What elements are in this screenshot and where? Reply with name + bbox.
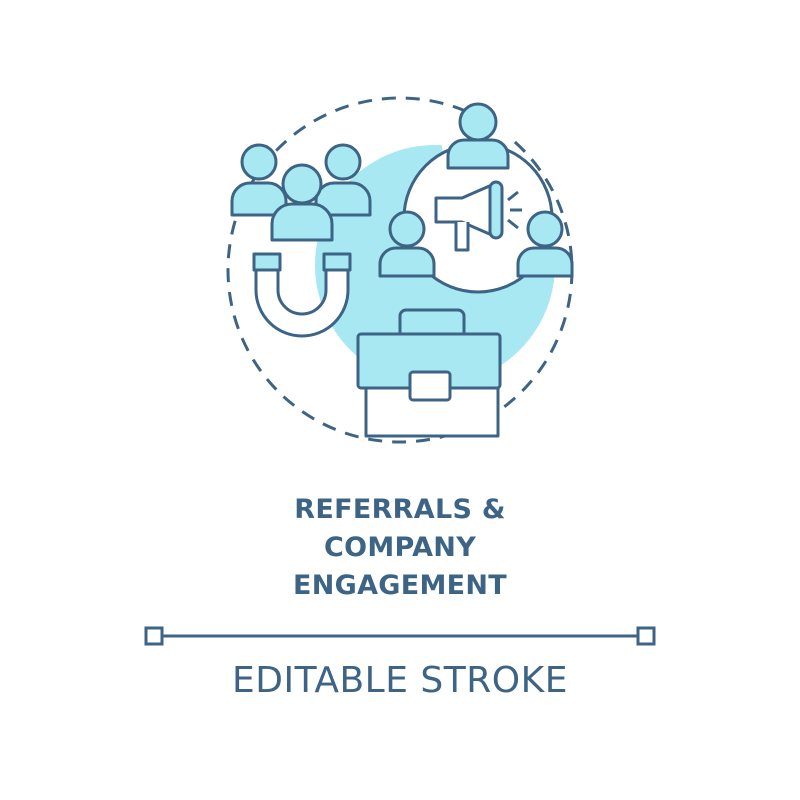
- concept-title-line-2: COMPANY: [323, 532, 477, 563]
- editable-stroke-line: [144, 626, 656, 646]
- network-person-icon: [446, 102, 510, 170]
- network-person-icon: [378, 210, 436, 278]
- briefcase-icon: [356, 308, 502, 438]
- concept-title-line-3: ENGAGEMENT: [292, 570, 508, 601]
- editable-stroke-caption: EDITABLE STROKE: [232, 660, 568, 701]
- people-group-icon: [230, 143, 372, 242]
- magnet-icon: [252, 252, 352, 338]
- line-handle-right: [636, 626, 656, 646]
- line-handle-left: [144, 626, 164, 646]
- megaphone-icon: [434, 180, 522, 252]
- network-person-icon: [516, 210, 574, 278]
- concept-title-line-1: REFERRALS &: [294, 494, 506, 525]
